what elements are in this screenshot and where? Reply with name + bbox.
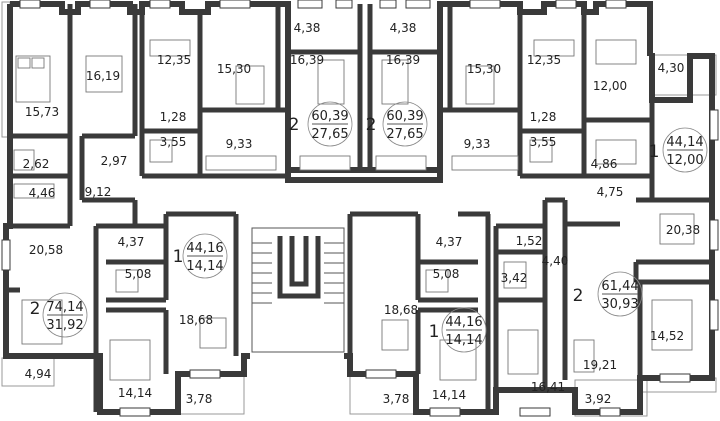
room-area-label: 16,39 bbox=[290, 53, 324, 67]
room-area-label: 12,35 bbox=[157, 53, 191, 67]
unit-living-area: 14,14 bbox=[186, 259, 223, 274]
unit-living-area: 30,93 bbox=[601, 297, 638, 312]
room-area-label: 3,42 bbox=[501, 271, 528, 285]
room-area-label: 1,52 bbox=[516, 234, 543, 248]
unit-room-count: 1 bbox=[173, 247, 184, 267]
room-area-label: 15,30 bbox=[467, 62, 501, 76]
room-area-label: 19,21 bbox=[583, 358, 617, 372]
room-area-label: 15,73 bbox=[25, 105, 59, 119]
unit-total-area: 60,39 bbox=[386, 109, 423, 124]
room-area-label: 12,35 bbox=[527, 53, 561, 67]
room-area-label: 2,97 bbox=[101, 154, 128, 168]
room-area-label: 4,86 bbox=[591, 157, 618, 171]
room-area-label: 20,58 bbox=[29, 243, 63, 257]
apartment-unit-summary: 2 60,39 27,65 bbox=[366, 101, 428, 147]
unit-living-area: 14,14 bbox=[445, 333, 482, 348]
apartment-unit-summary: 2 60,39 27,65 bbox=[289, 101, 353, 147]
unit-room-count: 2 bbox=[573, 286, 584, 306]
unit-living-area: 12,00 bbox=[666, 153, 703, 168]
room-area-label: 14,52 bbox=[650, 329, 684, 343]
room-area-label: 18,68 bbox=[179, 313, 213, 327]
room-area-label: 3,92 bbox=[585, 392, 612, 406]
room-area-label: 16,41 bbox=[531, 380, 565, 394]
room-area-label: 4,40 bbox=[542, 254, 569, 268]
room-area-label: 3,78 bbox=[186, 392, 213, 406]
room-area-label: 4,37 bbox=[436, 235, 463, 249]
room-area-label: 9,12 bbox=[85, 185, 112, 199]
apartment-unit-summary: 1 44,14 12,00 bbox=[649, 127, 708, 173]
unit-total-area: 44,16 bbox=[186, 241, 223, 256]
unit-living-area: 31,92 bbox=[46, 318, 83, 333]
unit-circle bbox=[597, 271, 643, 317]
room-area-label: 14,14 bbox=[432, 388, 466, 402]
unit-circle bbox=[662, 127, 708, 173]
apartment-unit-summary: 2 74,14 31,92 bbox=[30, 292, 88, 338]
room-area-label: 4,37 bbox=[118, 235, 145, 249]
room-area-label: 4,46 bbox=[29, 186, 56, 200]
room-area-label: 14,14 bbox=[118, 386, 152, 400]
unit-room-count: 2 bbox=[30, 299, 41, 319]
unit-total-area: 74,14 bbox=[46, 300, 83, 315]
unit-total-area: 61,44 bbox=[601, 279, 638, 294]
room-area-label: 4,30 bbox=[658, 61, 685, 75]
room-area-label: 5,08 bbox=[125, 267, 152, 281]
unit-room-count: 1 bbox=[429, 322, 440, 342]
room-area-label: 3,55 bbox=[160, 135, 187, 149]
room-area-label: 1,28 bbox=[160, 110, 187, 124]
room-areas: 15,7316,1912,3515,304,3816,394,3816,3915… bbox=[23, 21, 701, 406]
unit-circle bbox=[182, 233, 228, 279]
unit-room-count: 1 bbox=[649, 142, 660, 162]
room-area-label: 15,30 bbox=[217, 62, 251, 76]
inner-walls bbox=[6, 4, 712, 412]
unit-living-area: 27,65 bbox=[311, 127, 348, 142]
stair-core bbox=[251, 227, 345, 353]
room-area-label: 1,28 bbox=[530, 110, 557, 124]
furniture bbox=[13, 39, 695, 381]
apartment-unit-summary: 1 44,16 14,14 bbox=[429, 307, 487, 353]
room-area-label: 9,33 bbox=[464, 137, 491, 151]
room-area-label: 4,94 bbox=[25, 367, 52, 381]
unit-circle bbox=[382, 101, 428, 147]
unit-circle bbox=[42, 292, 88, 338]
apartment-unit-summary: 2 61,44 30,93 bbox=[573, 271, 643, 317]
room-area-label: 16,39 bbox=[386, 53, 420, 67]
room-area-label: 4,38 bbox=[390, 21, 417, 35]
room-area-label: 16,19 bbox=[86, 69, 120, 83]
unit-total-area: 44,16 bbox=[445, 315, 482, 330]
room-area-label: 3,55 bbox=[530, 135, 557, 149]
unit-circle bbox=[307, 101, 353, 147]
unit-room-count: 2 bbox=[366, 115, 377, 135]
room-area-label: 4,38 bbox=[294, 21, 321, 35]
room-area-label: 3,78 bbox=[383, 392, 410, 406]
unit-room-count: 2 bbox=[289, 115, 300, 135]
room-area-label: 12,00 bbox=[593, 79, 627, 93]
unit-total-area: 44,14 bbox=[666, 135, 703, 150]
room-area-label: 5,08 bbox=[433, 267, 460, 281]
room-area-label: 18,68 bbox=[384, 303, 418, 317]
unit-total-area: 60,39 bbox=[311, 109, 348, 124]
room-area-label: 9,33 bbox=[226, 137, 253, 151]
unit-living-area: 27,65 bbox=[386, 127, 423, 142]
room-area-label: 4,75 bbox=[597, 185, 624, 199]
unit-circle bbox=[441, 307, 487, 353]
room-area-label: 2,62 bbox=[23, 157, 50, 171]
room-area-label: 20,38 bbox=[666, 223, 700, 237]
